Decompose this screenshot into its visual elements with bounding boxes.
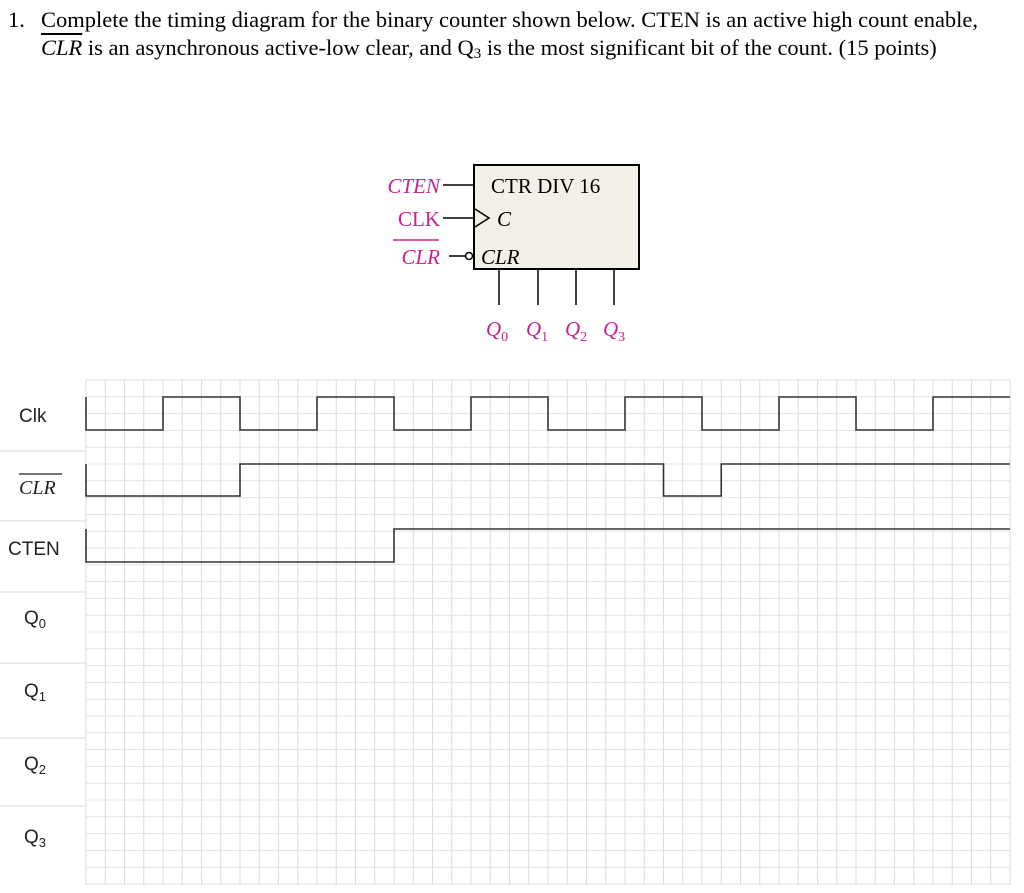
question-number: 1. (8, 7, 25, 32)
signal-labels: Clk CLR CTEN Q0 Q1 Q2 Q3 (8, 406, 62, 850)
output-q0-label: Q0 (486, 317, 508, 345)
input-clk-label: CLK (398, 207, 440, 231)
input-clr-label: CLR (401, 245, 440, 269)
question-text-part1: Complete the timing diagram for the bina… (41, 7, 979, 32)
counter-title: CTR DIV 16 (491, 174, 600, 198)
label-separators (0, 450, 86, 807)
output-labels: Q0 Q1 Q2 Q3 (486, 317, 625, 345)
clk-waveform (85, 396, 1010, 431)
signal-label-q0: Q0 (24, 608, 46, 631)
output-q1-label: Q1 (526, 317, 548, 345)
output-q2-label: Q2 (565, 317, 587, 345)
counter-block: CTR DIV 16 CTEN CLK C CLR CLR Q0 Q1 Q2 Q… (387, 164, 640, 345)
internal-clear-label: CLR (481, 245, 520, 269)
internal-clock-label: C (497, 207, 512, 231)
clock-triangle-icon (474, 208, 491, 228)
cten-waveform (85, 528, 1010, 563)
output-lines (498, 269, 615, 305)
question-body: Complete the timing diagram for the bina… (41, 6, 1006, 68)
clr-overline-term: CLR (41, 35, 83, 60)
output-q3-label: Q3 (603, 317, 625, 345)
signal-label-cten: CTEN (8, 539, 60, 560)
signal-label-q3: Q3 (24, 827, 46, 850)
signal-label-clr: CLR (19, 477, 56, 499)
clr-waveform (85, 463, 1010, 497)
signal-label-q1: Q1 (24, 681, 46, 704)
counter-box (473, 164, 640, 270)
signal-label-q2: Q2 (24, 754, 46, 777)
inversion-bubble-icon (464, 251, 474, 261)
q3-subscript: 3 (473, 46, 482, 62)
question-text-part2: is an asynchronous active-low clear, and… (82, 35, 474, 60)
input-cten-label: CTEN (387, 174, 441, 198)
question-text-part3: is the most significant bit of the count… (481, 35, 937, 60)
signal-label-clk: Clk (19, 406, 47, 427)
timing-grid (85, 379, 1011, 885)
